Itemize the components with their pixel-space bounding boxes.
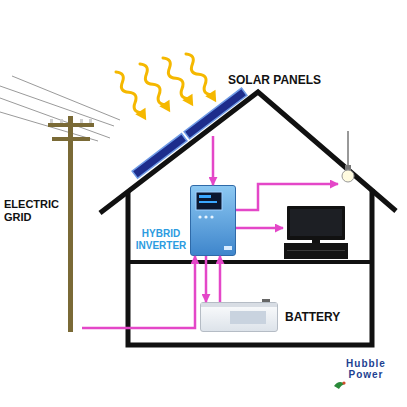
bird-head [342, 381, 345, 384]
house-walls [128, 189, 372, 345]
utility-pole [48, 116, 94, 332]
node-label: ELECTRIC GRID [4, 198, 60, 223]
power-flow-arrow [212, 136, 215, 185]
battery-box: BATTERY [200, 302, 278, 332]
television [284, 206, 348, 259]
logo-text: Hubble Power [340, 358, 392, 380]
feed-arrow [236, 184, 338, 210]
ray-head [159, 100, 175, 116]
pole-shaft [68, 116, 73, 332]
power-flow-arrow [205, 256, 208, 302]
panel-body [132, 134, 187, 179]
grid-wires [0, 76, 120, 141]
power-flow-arrow [82, 256, 195, 328]
sun-ray [181, 51, 221, 106]
node-label: BATTERY [285, 311, 357, 325]
node-label: HYBRID INVERTER [133, 228, 189, 251]
ray-wave [183, 52, 215, 97]
sun-rays [111, 51, 221, 124]
solar-panel [132, 134, 187, 179]
cabinet-shelf [287, 250, 345, 251]
ray-head [182, 94, 198, 110]
ray-wave [160, 56, 192, 101]
insulator [50, 119, 53, 123]
panel-body [184, 88, 247, 139]
insulator [80, 119, 83, 123]
insulator [60, 119, 63, 123]
logo-bird [334, 381, 346, 389]
pole-crossarm [48, 123, 94, 127]
grid-wire [0, 86, 114, 126]
ray-wave [137, 62, 169, 107]
tv-frame [287, 206, 345, 240]
house-outline [100, 92, 396, 345]
ray-head [135, 108, 151, 124]
tv-cabinet [284, 243, 348, 259]
solar-panel [184, 88, 247, 139]
solar-panel-array: SOLAR PANELS [196, 100, 248, 136]
grid-pole: ELECTRIC GRID [60, 116, 82, 332]
load-feeds [236, 184, 338, 228]
power-flow-arrow [219, 256, 222, 302]
tv-neck [312, 240, 320, 243]
grid-wire [0, 112, 98, 141]
grid-wire [12, 76, 120, 120]
grid-wire [0, 98, 110, 138]
house-roof [100, 92, 396, 213]
node-label: SOLAR PANELS [228, 74, 338, 88]
bulb-wire [348, 131, 349, 166]
house-floor [128, 260, 372, 264]
ray-head [205, 90, 221, 106]
hybrid-inverter: HYBRID INVERTER [190, 185, 236, 256]
ray-wave [113, 70, 145, 115]
light-bulb [342, 131, 354, 182]
pole-crossarm [52, 137, 90, 141]
tv-screen [290, 209, 342, 236]
bulb-glass [342, 170, 354, 182]
feed-arrow [236, 227, 283, 230]
bird-wing [334, 382, 345, 389]
insulator [89, 119, 92, 123]
bulb-cap [345, 165, 351, 170]
